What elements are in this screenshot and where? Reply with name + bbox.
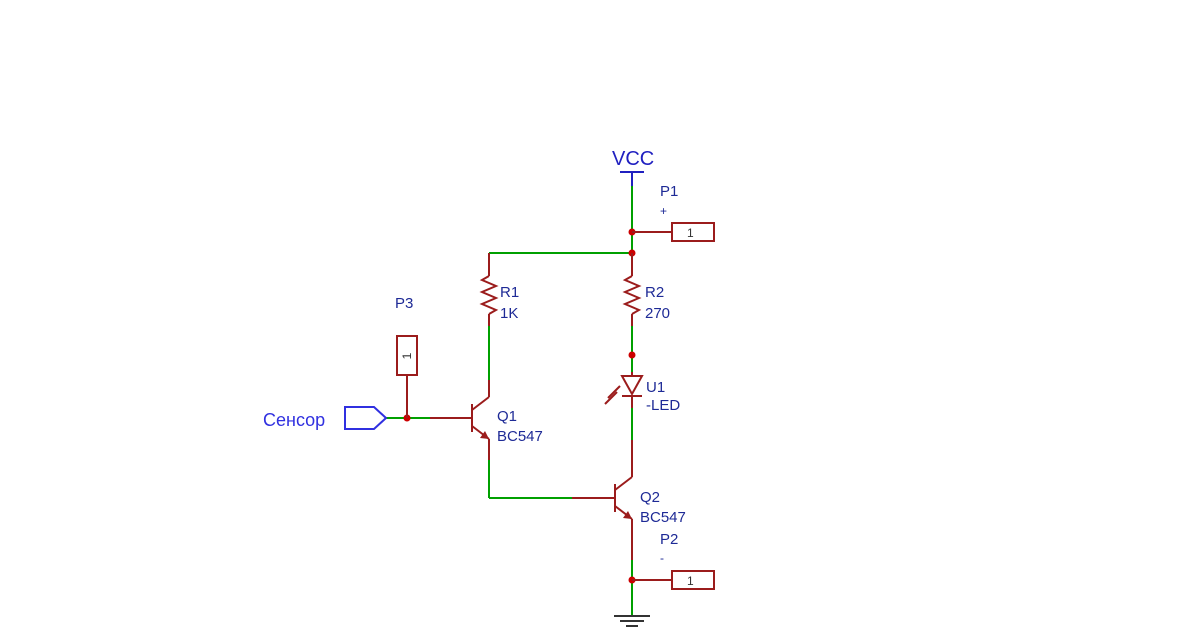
junctions [403,228,636,584]
vcc-power-symbol[interactable]: VCC [612,148,654,186]
q1-collector-diag [471,396,490,411]
p1-value: + [660,204,667,218]
transistor-q1[interactable]: Q1 BC547 [430,380,543,460]
p3-ref: P3 [395,295,413,312]
resistor-r2[interactable]: R2 270 [622,253,670,326]
led-arrow-2 [604,391,618,405]
connector-p3[interactable]: P3 1 [395,295,418,418]
ground-symbol[interactable] [614,615,650,627]
r1-ref: R1 [500,284,519,301]
r2-ref: R2 [645,284,664,301]
connector-p1[interactable]: P1 + 1 [632,183,715,242]
net-label-sensor[interactable]: Сенсор [263,406,388,430]
r1-value: 1K [500,305,518,322]
q1-ref: Q1 [497,408,517,425]
p1-ref: P1 [660,183,678,200]
q1-emitter-arrow [480,431,489,439]
r2-value: 270 [645,305,670,322]
q2-collector-diag [614,476,633,491]
p1-box [671,222,715,242]
p2-ref: P2 [660,531,678,548]
sensor-label: Сенсор [263,410,325,430]
connector-p2[interactable]: P2 - 1 [632,531,715,590]
u1-value: -LED [646,397,680,414]
q2-emitter-arrow [623,511,632,519]
junction-led [628,351,636,359]
led-arrow-1 [607,385,621,399]
vcc-label: VCC [612,148,654,170]
wires [386,186,633,616]
r1-zigzag [479,275,499,315]
p3-pin-number: 1 [400,352,414,359]
q2-ref: Q2 [640,489,660,506]
resistor-r1[interactable]: R1 1K [479,253,519,326]
led-triangle [620,375,644,397]
p2-box [671,570,715,590]
transistor-q2[interactable]: Q2 BC547 [572,440,686,560]
u1-ref: U1 [646,379,665,396]
p1-pin-number: 1 [687,226,694,240]
p2-pin-number: 1 [687,574,694,588]
r2-zigzag [622,275,642,315]
q2-value: BC547 [640,509,686,526]
led-u1[interactable]: U1 -LED [604,372,680,414]
sensor-flag [344,406,388,430]
q1-value: BC547 [497,428,543,445]
p2-value: - [660,551,664,565]
